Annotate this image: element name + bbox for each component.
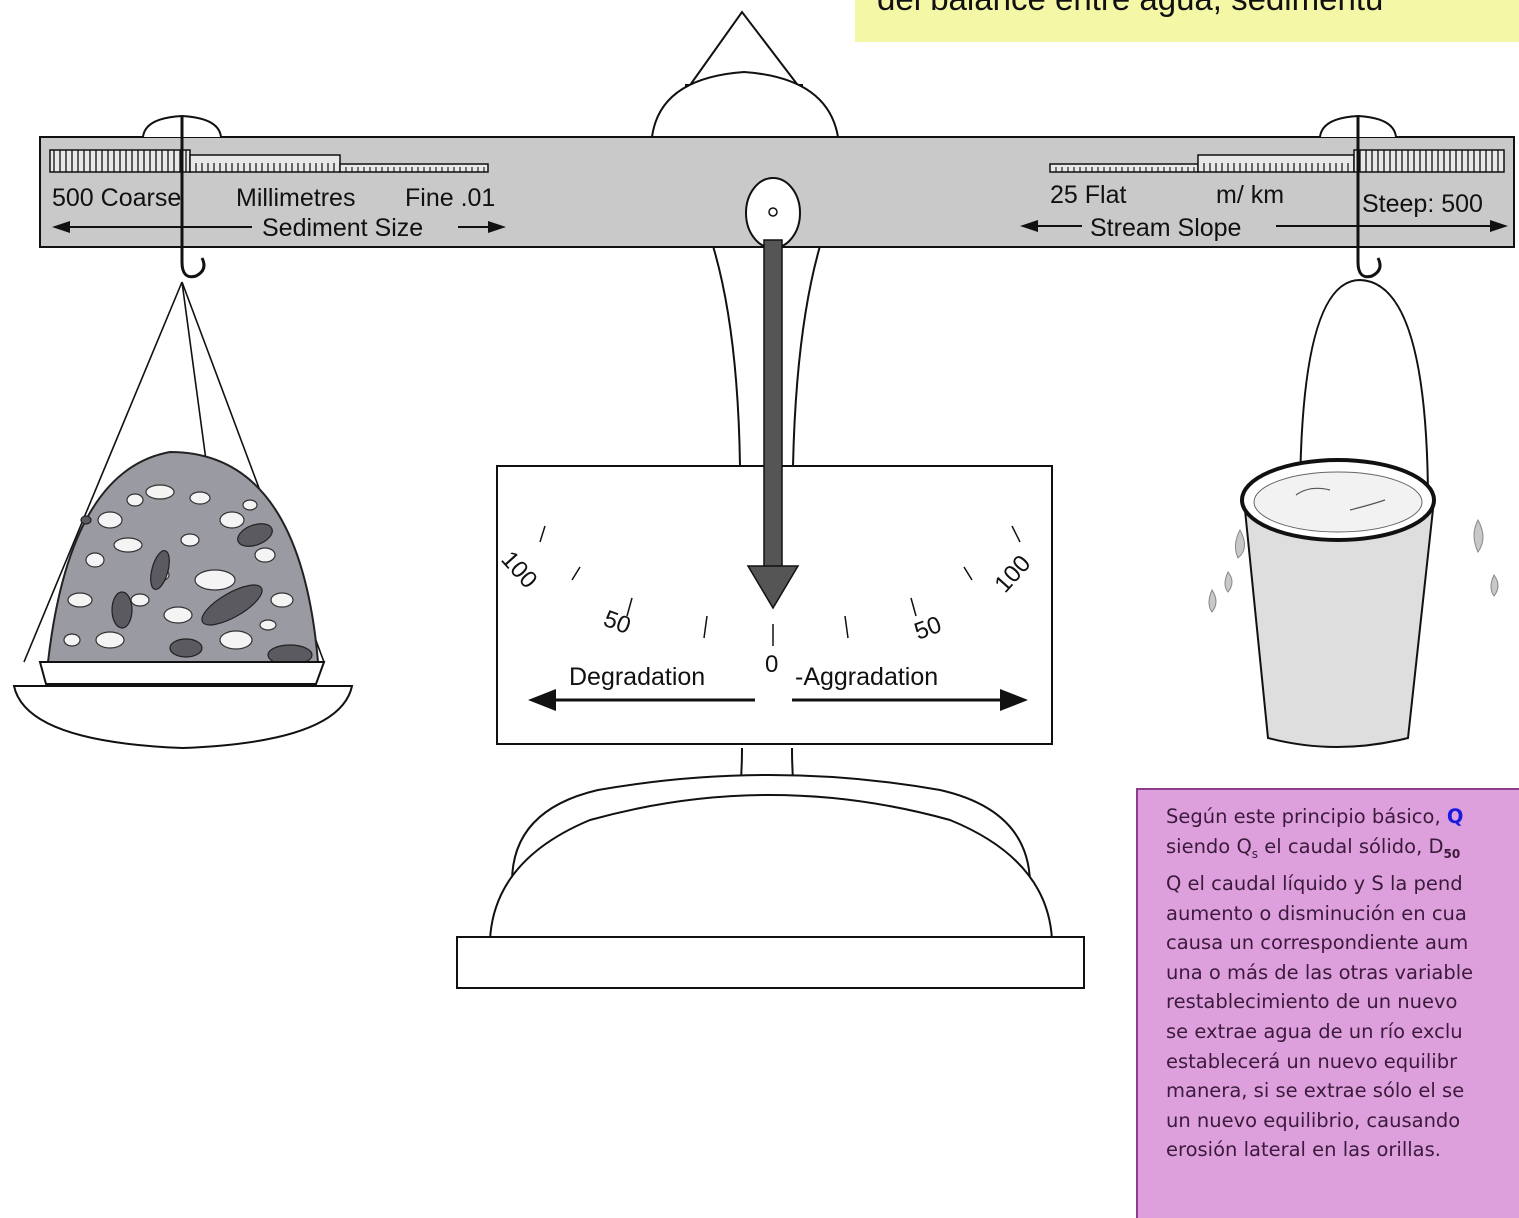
note-line: un nuevo equilibrio, causando bbox=[1166, 1106, 1519, 1136]
left-scale-units: Millimetres bbox=[236, 184, 355, 212]
left-scale-coarse: 500 Coarse bbox=[52, 184, 181, 212]
right-scale-steep: Steep: 500 bbox=[1362, 190, 1483, 218]
note-line: siendo Qs el caudal sólido, D50 bbox=[1166, 832, 1519, 869]
pivot-knob bbox=[746, 178, 800, 248]
right-scale-flat: 25 Flat bbox=[1050, 181, 1126, 209]
note-line: aumento o disminución en cua bbox=[1166, 899, 1519, 929]
left-scale-fine: Fine .01 bbox=[405, 184, 495, 212]
water-bucket bbox=[1209, 460, 1498, 747]
balance-top-finial bbox=[652, 12, 838, 137]
sediment-load bbox=[48, 452, 318, 665]
note-line: Q el caudal líquido y S la pend bbox=[1166, 869, 1519, 899]
note-line: establecerá un nuevo equilibr bbox=[1166, 1047, 1519, 1077]
note-line: causa un correspondiente aum bbox=[1166, 928, 1519, 958]
note-text: Según este principio básico, Q siendo Qs… bbox=[1166, 802, 1519, 1165]
gauge-zero: 0 bbox=[765, 651, 778, 678]
note-line: restablecimiento de un nuevo bbox=[1166, 987, 1519, 1017]
sediment-size-caption: Sediment Size bbox=[262, 214, 423, 242]
note-line: una o más de las otras variable bbox=[1166, 958, 1519, 988]
degradation-label: Degradation bbox=[569, 663, 705, 691]
right-scale-units: m/ km bbox=[1216, 181, 1284, 209]
left-pan bbox=[14, 662, 352, 748]
explanation-note: Según este principio básico, Q siendo Qs… bbox=[1136, 788, 1519, 1218]
note-line: erosión lateral en las orillas. bbox=[1166, 1135, 1519, 1165]
note-line: se extrae agua de un río exclu bbox=[1166, 1017, 1519, 1047]
aggradation-label: -Aggradation bbox=[795, 663, 938, 691]
note-line: Según este principio básico, Q bbox=[1166, 802, 1519, 832]
stream-slope-caption: Stream Slope bbox=[1090, 214, 1241, 242]
note-line: manera, si se extrae sólo el se bbox=[1166, 1076, 1519, 1106]
balance-base bbox=[457, 775, 1084, 988]
